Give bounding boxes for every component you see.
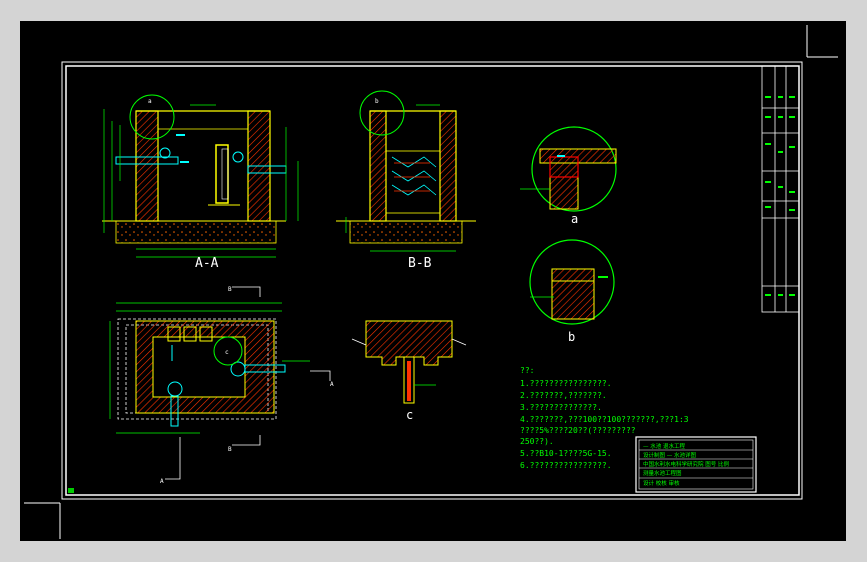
detail-a xyxy=(520,126,617,212)
note-line-8: 6.????????????????. xyxy=(520,461,612,470)
detail-b-label: b xyxy=(568,330,575,344)
title-row-5: 设计 校核 审核 xyxy=(643,479,680,487)
detail-c xyxy=(351,320,467,404)
note-line-5: ????5%????20??(????????? xyxy=(520,426,636,435)
svg-text:c: c xyxy=(225,349,229,356)
note-line-4: 4.???????,???100??100???????,???1:3 xyxy=(520,415,689,424)
detail-c-label: c xyxy=(406,408,413,422)
svg-text:b: b xyxy=(375,98,379,105)
title-row-3: 中国水利水电科学研究院 图号 比例 xyxy=(643,460,729,468)
detail-b xyxy=(529,239,615,325)
inner-frame xyxy=(65,65,800,496)
plan-view: c xyxy=(109,286,331,480)
note-line-6: 250??). xyxy=(520,437,554,446)
cad-drawing-canvas[interactable]: a A-A b B-B xyxy=(20,21,846,541)
section-mark-b-bottom: B xyxy=(228,446,232,453)
section-mark-a-left: A xyxy=(160,478,164,485)
section-a-a: a xyxy=(102,94,299,258)
title-row-2: 设计制图 — 水池详图 xyxy=(643,451,696,459)
section-b-b-label: B-B xyxy=(408,256,432,271)
title-row-1: — 水池 退水工程 xyxy=(643,442,685,450)
note-line-2: 2.???????,???????. xyxy=(520,391,607,400)
notes-heading: ??: xyxy=(520,366,534,375)
outer-frame xyxy=(61,61,803,500)
section-b-b: b xyxy=(336,90,476,252)
note-line-7: 5.??B10-1????5G-15. xyxy=(520,449,612,458)
detail-a-label: a xyxy=(571,212,578,226)
note-line-3: 3.??????????????. xyxy=(520,403,602,412)
drawing-sheet: a A-A b B-B xyxy=(24,25,838,539)
note-line-1: 1.????????????????. xyxy=(520,379,612,388)
svg-text:a: a xyxy=(148,98,152,105)
section-mark-a-right: A xyxy=(330,381,334,388)
title-row-4: 测量水池工程图 xyxy=(643,469,682,477)
title-block: — 水池 退水工程 设计制图 — 水池详图 中国水利水电科学研究院 图号 比例 … xyxy=(635,436,757,493)
section-mark-b-top: B xyxy=(228,286,232,293)
section-a-a-label: A-A xyxy=(195,256,219,271)
revision-column xyxy=(761,65,800,313)
notes-block: ??: 1.????????????????. 2.???????,??????… xyxy=(520,366,689,470)
